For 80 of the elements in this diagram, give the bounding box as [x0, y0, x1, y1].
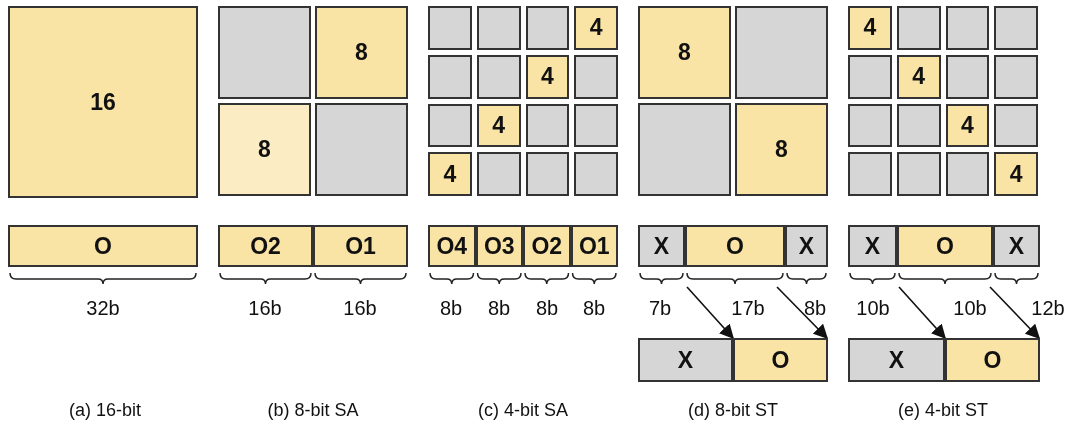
bit-width: 7b: [648, 297, 672, 320]
bit-width: 17b: [731, 297, 765, 320]
value-cell: 8: [735, 103, 828, 196]
empty-cell: [945, 6, 990, 50]
empty-cell: [476, 152, 521, 196]
bit-width: 8b: [582, 297, 606, 320]
subfigure-caption: (a) 16-bit: [69, 400, 141, 421]
empty-cell: [525, 152, 570, 196]
empty-cell: [525, 103, 570, 148]
bit-width: 12b: [1031, 297, 1065, 320]
segment: 4: [896, 54, 941, 99]
empty-cell: [896, 152, 941, 196]
segment: O: [945, 338, 1040, 382]
empty-cell: [428, 103, 472, 148]
empty-cell: [945, 54, 990, 99]
arrow: [898, 286, 946, 340]
segment: X: [638, 225, 685, 267]
segment: 4: [476, 103, 521, 148]
subfigure-caption: (b) 8-bit SA: [267, 400, 359, 421]
segment: O1: [570, 225, 618, 267]
segment: O: [733, 338, 828, 382]
empty-cell: [574, 152, 618, 196]
segment: X: [848, 225, 897, 267]
subfigure-caption: (d) 8-bit ST: [688, 400, 778, 421]
empty-cell: [735, 6, 828, 99]
segment: 4: [994, 152, 1038, 196]
empty-cell: [896, 103, 941, 148]
bit-width: 8b: [535, 297, 559, 320]
segment: 4: [945, 103, 990, 148]
value-cell: 8: [315, 6, 408, 99]
segment: O2: [523, 225, 571, 267]
empty-cell: [848, 54, 892, 99]
segment: X: [638, 338, 733, 382]
segment: 4: [848, 6, 892, 50]
empty-cell: [525, 6, 570, 50]
bit-width: 10b: [953, 297, 987, 320]
segment: O1: [313, 225, 408, 267]
empty-cell: [994, 103, 1038, 148]
empty-cell: [638, 103, 731, 196]
empty-cell: [574, 54, 618, 99]
empty-cell: [315, 103, 408, 196]
empty-cell: [476, 6, 521, 50]
empty-cell: [896, 6, 941, 50]
bit-width: 8b: [803, 297, 827, 320]
subfigure-caption: (c) 4-bit SA: [478, 400, 568, 421]
segment: O: [685, 225, 785, 267]
segment: 4: [428, 152, 472, 196]
bit-width: 8b: [487, 297, 511, 320]
value-cell: 8: [638, 6, 731, 99]
empty-cell: [476, 54, 521, 99]
bit-width: 10b: [856, 297, 890, 320]
value-cell: 8: [218, 103, 311, 196]
arrow: [776, 286, 828, 340]
empty-cell: [428, 6, 472, 50]
segment: 4: [525, 54, 570, 99]
value-cell: 16: [8, 6, 198, 198]
empty-cell: [945, 152, 990, 196]
segment: O4: [428, 225, 476, 267]
segment: O: [8, 225, 198, 267]
segment: O3: [475, 225, 523, 267]
segment: X: [848, 338, 945, 382]
arrow: [989, 286, 1040, 340]
segment: O: [897, 225, 993, 267]
empty-cell: [848, 152, 892, 196]
bit-width: 32b: [86, 297, 120, 320]
bit-width: 16b: [248, 297, 282, 320]
arrow: [686, 286, 734, 340]
bit-width: 8b: [439, 297, 463, 320]
empty-cell: [994, 6, 1038, 50]
empty-cell: [574, 103, 618, 148]
segment: X: [785, 225, 828, 267]
bit-width: 16b: [343, 297, 377, 320]
empty-cell: [428, 54, 472, 99]
segment: X: [993, 225, 1040, 267]
empty-cell: [218, 6, 311, 99]
empty-cell: [994, 54, 1038, 99]
segment: 4: [574, 6, 618, 50]
segment: O2: [218, 225, 313, 267]
subfigure-caption: (e) 4-bit ST: [898, 400, 988, 421]
empty-cell: [848, 103, 892, 148]
